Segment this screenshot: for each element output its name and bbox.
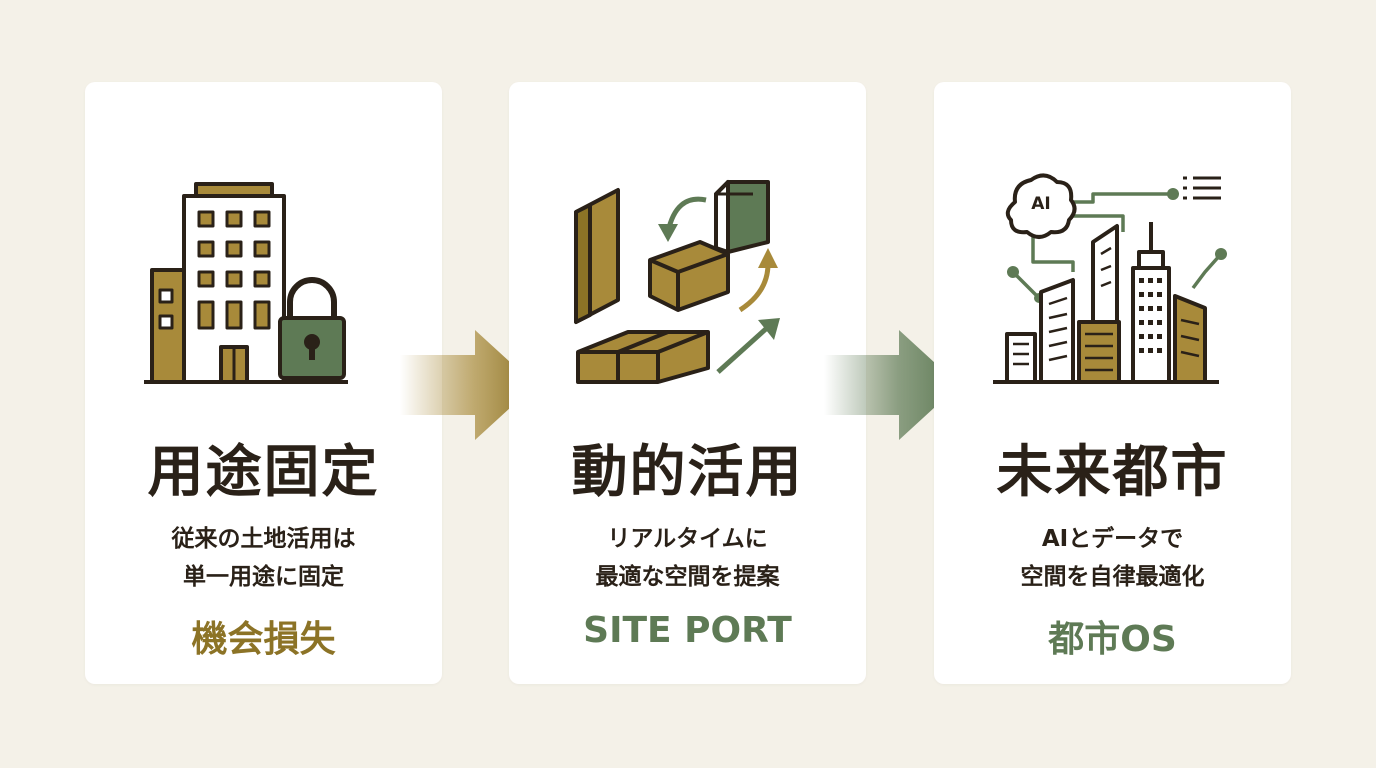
ai-city-icon: AI [934, 172, 1291, 392]
description-line: 空間を自律最適化 [1020, 564, 1205, 590]
stage-title: 動的活用 [571, 439, 804, 505]
stage-description: AIとデータで 空間を自律最適化 [934, 520, 1291, 596]
moving-blocks-icon [509, 172, 866, 392]
description-line: リアルタイムに [607, 526, 768, 552]
description-line: 単一用途に固定 [183, 564, 344, 590]
description-line: 最適な空間を提案 [595, 564, 780, 590]
description-line: AIとデータで [1041, 526, 1184, 552]
stage-title: 未来都市 [996, 439, 1229, 505]
description-line: 従来の土地活用は [171, 526, 356, 552]
right-arrow-icon [400, 330, 535, 440]
stage-description: 従来の土地活用は 単一用途に固定 [85, 520, 442, 596]
stage-title: 用途固定 [147, 439, 380, 505]
stage-card-fixed-use: 用途固定 従来の土地活用は 単一用途に固定 機会損失 [85, 82, 442, 684]
stage-tagline: 都市OS [1048, 619, 1177, 660]
locked-building-icon [85, 172, 442, 392]
ai-label: AI [1031, 194, 1050, 214]
right-arrow-icon [824, 330, 959, 440]
stage-tagline: 機会損失 [191, 619, 336, 660]
stage-tagline: SITE PORT [583, 610, 792, 651]
stage-card-future-city: AI [934, 82, 1291, 684]
stage-card-dynamic-use: 動的活用 リアルタイムに 最適な空間を提案 SITE PORT [509, 82, 866, 684]
stage-description: リアルタイムに 最適な空間を提案 [509, 520, 866, 596]
